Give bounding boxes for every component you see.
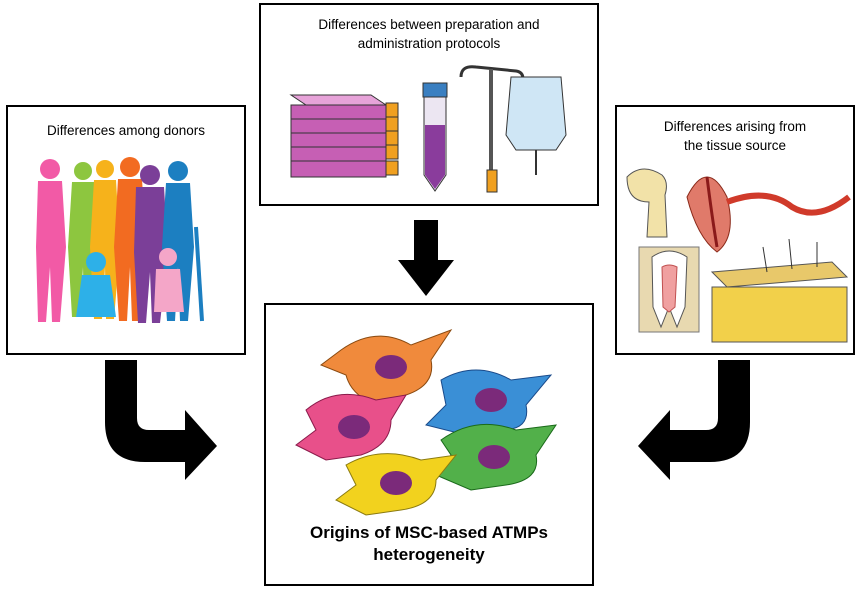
tissue-illustration — [626, 168, 851, 343]
green-cell-icon — [435, 423, 558, 491]
donors-illustration — [36, 157, 204, 323]
center-title: Origins of MSC-based ATMPs heterogeneity — [309, 523, 549, 564]
donors-box: Differences among donors — [6, 105, 246, 355]
tooth-icon — [638, 246, 700, 333]
orange-cell-icon — [319, 328, 453, 406]
umbilical-cord-icon — [686, 176, 851, 253]
right-curved-arrow-icon — [638, 360, 750, 480]
protocols-box: Differences between preparation and admi… — [259, 3, 599, 206]
iv-bag-icon — [459, 65, 567, 193]
culture-flasks-icon — [289, 94, 399, 178]
tissue-label: Differences arising from the tissue sour… — [663, 119, 807, 153]
center-box — [264, 303, 594, 586]
centrifuge-tube-icon — [422, 82, 448, 192]
pink-cell-icon — [295, 393, 407, 461]
yellow-cell-icon — [335, 453, 458, 516]
bone-marrow-icon — [626, 168, 668, 238]
adipose-skin-icon — [710, 238, 849, 343]
blue-cell-icon — [425, 369, 553, 436]
donors-label: Differences among donors — [46, 123, 206, 138]
protocols-illustration — [289, 65, 567, 193]
left-curved-arrow-icon — [105, 360, 217, 480]
protocols-label: Differences between preparation and admi… — [318, 17, 540, 51]
msc-cells-illustration — [295, 328, 558, 516]
tissue-box: Differences arising from the tissue sour… — [615, 105, 855, 355]
people-silhouettes-icon — [36, 157, 204, 323]
down-arrow-icon — [398, 220, 454, 296]
